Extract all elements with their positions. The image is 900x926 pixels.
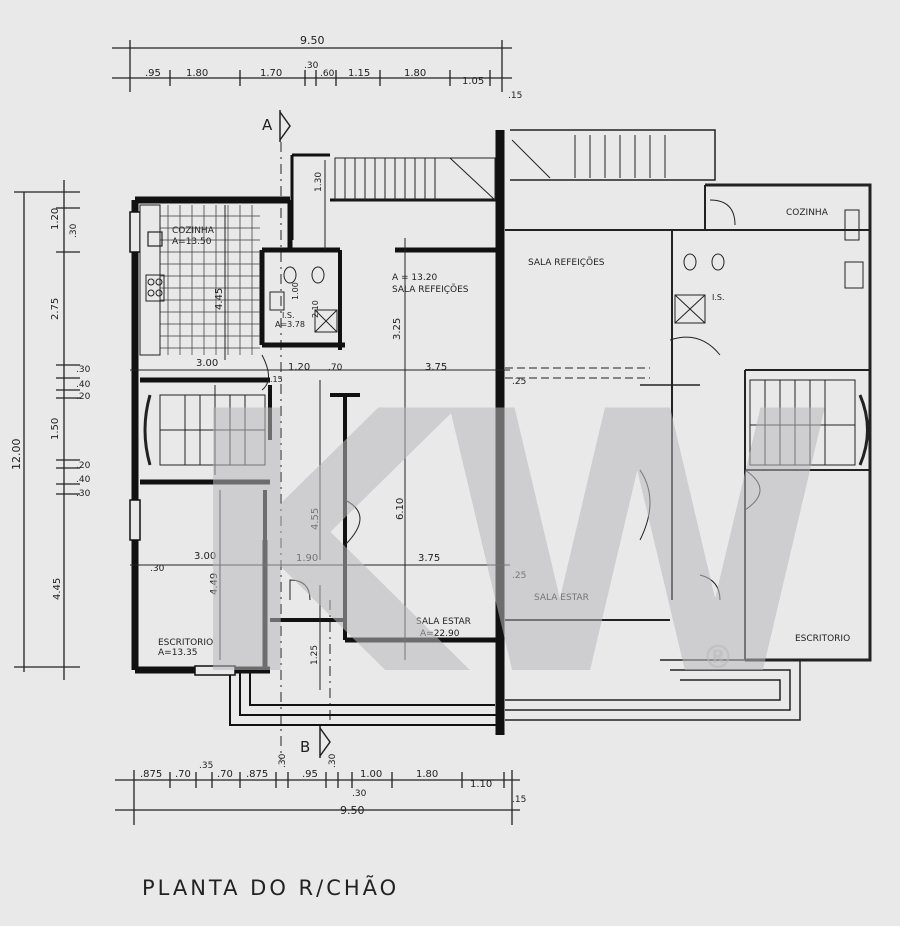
top-dim-9: .15	[508, 91, 522, 101]
plan-title: PLANTA DO R/CHÃO	[142, 876, 400, 900]
left-terrace-stairs	[334, 157, 496, 201]
kitchen-counter	[139, 204, 161, 356]
bottom-dim-5: .875	[246, 769, 268, 780]
dim-025a: .25	[512, 377, 526, 387]
dim-190: 1.90	[296, 553, 318, 564]
left-dim-1: 1.20	[50, 208, 61, 230]
right-stairs	[749, 379, 869, 466]
kitchen-sink-icon	[147, 231, 163, 247]
dim-070: .70	[328, 363, 343, 373]
left-dim-4: .30	[76, 365, 91, 375]
left-dim-5: .40	[76, 380, 91, 390]
bottom-overall-dim: 9.50	[340, 804, 365, 817]
dim-449: 4.49	[209, 573, 220, 595]
left-dim-11: 4.45	[52, 578, 63, 600]
room-area-is-left: A=3.78	[275, 320, 305, 329]
dim-030: .30	[150, 564, 165, 574]
bottom-dimension-chain	[115, 770, 520, 825]
top-dim-8: 1.05	[462, 76, 484, 87]
left-dimension-chain	[14, 180, 80, 680]
left-door-swings	[261, 354, 361, 601]
room-area-sala-estar-left: A=22.90	[420, 629, 460, 639]
room-label-is-left: I.S.	[282, 311, 295, 320]
left-dim-9: .40	[76, 475, 91, 485]
watermark: KW ®	[180, 336, 847, 755]
bottom-dim-6: .30	[278, 753, 288, 768]
svg-text:KW: KW	[180, 336, 827, 755]
bottom-dim-11: 1.80	[416, 769, 438, 780]
room-label-escritorio-left: ESCRITORIO	[158, 638, 213, 648]
bottom-dim-10: 1.00	[360, 769, 382, 780]
dim-025b: .25	[512, 571, 526, 581]
top-dimension-chain	[112, 40, 512, 92]
room-label-sala-estar-left: SALA ESTAR	[416, 617, 471, 627]
dim-130: 1.30	[314, 172, 324, 192]
dim-375b: 3.75	[418, 553, 440, 564]
dim-375a: 3.75	[425, 362, 447, 373]
room-label-cozinha-right: COZINHA	[786, 208, 829, 218]
bottom-dim-9: .30	[352, 789, 367, 799]
dim-300a: 3.00	[196, 358, 218, 369]
dim-100: 1.00	[291, 282, 300, 300]
top-dim-2: 1.80	[186, 68, 208, 79]
section-marker-a: A	[262, 110, 291, 142]
right-unit-walls	[505, 129, 872, 721]
bottom-dim-1: .875	[140, 769, 162, 780]
left-dim-10: .30	[76, 489, 91, 499]
top-dim-7: 1.80	[404, 68, 426, 79]
section-marker-b: B	[300, 726, 331, 758]
room-label-cozinha-left: COZINHA	[172, 226, 215, 236]
left-dim-8: .20	[76, 461, 91, 471]
top-dim-4: .30	[304, 61, 319, 71]
dim-610: 6.10	[395, 498, 406, 520]
top-overall-dim: 9.50	[300, 34, 325, 47]
dim-445a: 4.45	[214, 288, 225, 310]
room-label-is-right: I.S.	[712, 293, 725, 302]
dim-300b: 3.00	[194, 551, 216, 562]
top-dim-3: 1.70	[260, 68, 282, 79]
left-dim-3: 2.75	[50, 298, 61, 320]
room-label-sala-ref-right: SALA REFEIÇÕES	[528, 256, 605, 268]
top-dim-1: .95	[145, 68, 161, 79]
bottom-dim-8: .30	[328, 753, 338, 768]
bottom-dim-7: .95	[302, 769, 318, 780]
right-dashed-lines	[505, 367, 650, 379]
svg-text:B: B	[300, 738, 310, 756]
kitchen-stove-icon	[145, 274, 165, 302]
bottom-dim-4: .70	[217, 769, 233, 780]
left-dim-2: .30	[69, 223, 79, 238]
dim-325: 3.25	[392, 318, 403, 340]
left-unit-walls	[131, 130, 505, 735]
bottom-dim-12: 1.10	[470, 779, 492, 790]
left-inner-dim-lines	[130, 160, 510, 690]
left-dim-6: .20	[76, 392, 91, 402]
top-dim-5: .60	[320, 69, 335, 79]
watermark-registered-icon: ®	[702, 638, 734, 676]
top-dim-6: 1.15	[348, 68, 370, 79]
dim-125: 1.25	[310, 645, 320, 665]
bottom-dim-3: .35	[199, 761, 213, 771]
room-area-sala-ref-left: A = 13.20	[392, 273, 437, 283]
dim-120: 1.20	[288, 362, 310, 373]
right-terrace-stairs	[511, 135, 666, 179]
room-label-escritorio-right: ESCRITORIO	[795, 634, 850, 644]
dim-210: 2.10	[311, 300, 320, 318]
wc-fixtures	[269, 266, 338, 333]
svg-text:A: A	[262, 116, 273, 134]
right-fixtures	[639, 199, 864, 601]
room-label-sala-estar-right: SALA ESTAR	[534, 593, 589, 603]
bottom-dim-13: .15	[512, 795, 526, 805]
dim-015: .15	[270, 375, 283, 384]
dim-455: 4.55	[310, 508, 321, 530]
left-dim-7: 1.50	[50, 418, 61, 440]
bottom-dim-2: .70	[175, 769, 191, 780]
room-area-cozinha-left: A=13.50	[172, 237, 212, 247]
room-area-escritorio-left: A=13.35	[158, 648, 197, 658]
room-label-sala-ref-left: SALA REFEIÇÕES	[392, 283, 469, 295]
left-overall-dim: 12.00	[10, 439, 23, 471]
